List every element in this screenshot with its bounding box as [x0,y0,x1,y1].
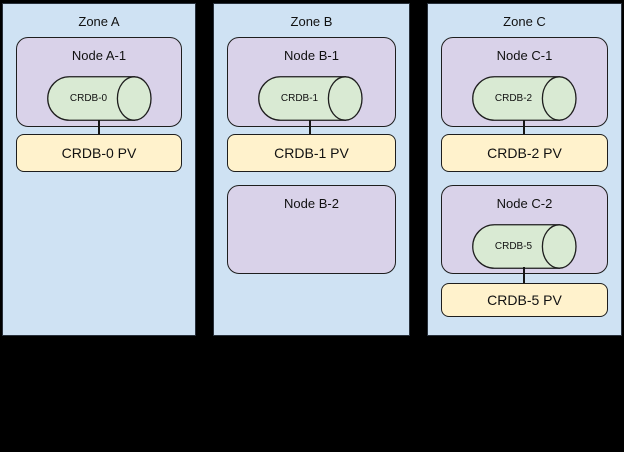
zone-a-box: Zone A Node A-1 CRDB-0 CRDB-0 PV [2,3,196,336]
node-b1-title: Node B-1 [284,48,339,63]
crdb-5-pod-label: CRDB-5 [494,241,533,252]
zone-a-title: Zone A [78,14,120,29]
crdb-5-pv-box: CRDB-5 PV [441,283,608,317]
node-c1-pv-connector-line [523,120,525,135]
crdb-0-pv-box: CRDB-0 PV [16,134,182,172]
node-c2-pv-connector-line [523,267,525,284]
zone-c-box: Zone C Node C-1 CRDB-2 CRDB-2 PV Node C-… [427,3,622,336]
crdb-5-pv-label: CRDB-5 PV [487,292,562,308]
node-b2-title: Node B-2 [284,196,339,211]
crdb-2-database-cylinder-icon: CRDB-2 [472,76,577,121]
node-a1-pv-connector-line [98,120,100,135]
crdb-1-database-cylinder-icon: CRDB-1 [258,76,363,121]
node-c1-title: Node C-1 [496,48,553,63]
crdb-2-pv-box: CRDB-2 PV [441,134,608,172]
node-c2-box: Node C-2 CRDB-5 [441,185,608,274]
crdb-1-pv-box: CRDB-1 PV [227,134,396,172]
crdb-2-pod-label: CRDB-2 [494,93,533,104]
zone-b-title: Zone B [290,14,333,29]
node-a1-title: Node A-1 [71,48,127,63]
node-c2-title: Node C-2 [496,196,553,211]
crdb-0-pod-label: CRDB-0 [69,93,108,104]
node-c1-box: Node C-1 CRDB-2 [441,37,608,127]
node-b1-pv-connector-line [309,120,311,135]
node-b2-box: Node B-2 [227,185,396,274]
crdb-0-pv-label: CRDB-0 PV [61,145,137,161]
zone-b-box: Zone B Node B-1 CRDB-1 CRDB-1 PV Node B-… [213,3,410,336]
crdb-1-pod-label: CRDB-1 [280,93,319,104]
crdb-2-pv-label: CRDB-2 PV [487,145,562,161]
node-a1-box: Node A-1 CRDB-0 [16,37,182,127]
crdb-5-database-cylinder-icon: CRDB-5 [472,224,577,269]
crdb-1-pv-label: CRDB-1 PV [274,145,349,161]
node-b1-box: Node B-1 CRDB-1 [227,37,396,127]
zone-c-title: Zone C [503,14,546,29]
crdb-0-database-cylinder-icon: CRDB-0 [47,76,152,121]
